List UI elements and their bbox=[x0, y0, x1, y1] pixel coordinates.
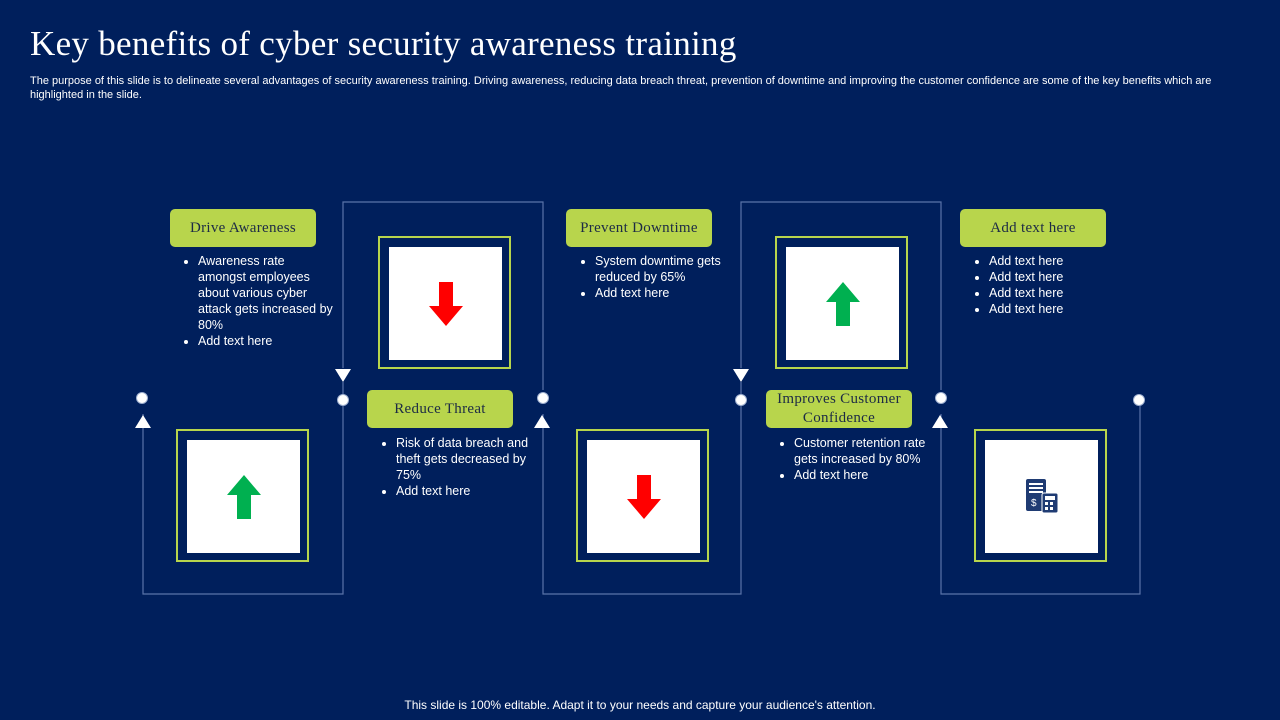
timeline-dot bbox=[337, 394, 349, 406]
step-label-drive-awareness: Drive Awareness bbox=[170, 209, 316, 247]
step-bullets-customer-confidence: Customer retention rate gets increased b… bbox=[774, 435, 929, 483]
timeline-dot bbox=[735, 394, 747, 406]
step-icon-frame-customer-confidence bbox=[775, 236, 908, 369]
page-subtitle: The purpose of this slide is to delineat… bbox=[30, 75, 1212, 101]
arrow-up-icon bbox=[226, 474, 261, 519]
timeline-dot bbox=[935, 392, 947, 404]
bullet-item: Add text here bbox=[198, 333, 333, 349]
bullet-item: Add text here bbox=[989, 301, 1124, 317]
finance-calculator-icon: $ bbox=[1025, 478, 1058, 513]
step-bullets-add-text: Add text here Add text here Add text her… bbox=[969, 253, 1124, 317]
arrow-down-icon bbox=[626, 474, 661, 519]
step-label-customer-confidence: Improves Customer Confidence bbox=[766, 390, 912, 428]
bullet-item: Add text here bbox=[989, 253, 1124, 269]
bullet-item: Awareness rate amongst employees about v… bbox=[198, 253, 333, 333]
bullet-item: Add text here bbox=[989, 269, 1124, 285]
step-icon-frame-reduce-threat bbox=[378, 236, 511, 369]
triangle-up-marker bbox=[932, 415, 948, 428]
bullet-item: Risk of data breach and theft gets decre… bbox=[396, 435, 531, 483]
timeline-dot bbox=[537, 392, 549, 404]
footer-note: This slide is 100% editable. Adapt it to… bbox=[404, 698, 876, 712]
arrow-down-icon bbox=[428, 281, 463, 326]
page-title: Key benefits of cyber security awareness… bbox=[30, 24, 737, 63]
triangle-down-marker bbox=[335, 369, 351, 382]
step-label-add-text: Add text here bbox=[960, 209, 1106, 247]
step-label-prevent-downtime: Prevent Downtime bbox=[566, 209, 712, 247]
step-bullets-reduce-threat: Risk of data breach and theft gets decre… bbox=[376, 435, 531, 499]
step-icon-frame-add-text: $ bbox=[974, 429, 1107, 562]
bullet-item: Add text here bbox=[989, 285, 1124, 301]
triangle-up-marker bbox=[135, 415, 151, 428]
triangle-up-marker bbox=[534, 415, 550, 428]
step-icon-frame-drive-awareness bbox=[176, 429, 309, 562]
bullet-item: Add text here bbox=[396, 483, 531, 499]
arrow-up-icon bbox=[825, 281, 860, 326]
step-bullets-prevent-downtime: System downtime gets reduced by 65% Add … bbox=[575, 253, 730, 301]
svg-text:$: $ bbox=[1031, 498, 1037, 509]
timeline-dot bbox=[1133, 394, 1145, 406]
timeline-dot bbox=[136, 392, 148, 404]
triangle-down-marker bbox=[733, 369, 749, 382]
step-bullets-drive-awareness: Awareness rate amongst employees about v… bbox=[178, 253, 333, 349]
bullet-item: Add text here bbox=[595, 285, 730, 301]
step-icon-frame-prevent-downtime bbox=[576, 429, 709, 562]
bullet-item: Customer retention rate gets increased b… bbox=[794, 435, 929, 467]
bullet-item: System downtime gets reduced by 65% bbox=[595, 253, 730, 285]
bullet-item: Add text here bbox=[794, 467, 929, 483]
step-label-reduce-threat: Reduce Threat bbox=[367, 390, 513, 428]
